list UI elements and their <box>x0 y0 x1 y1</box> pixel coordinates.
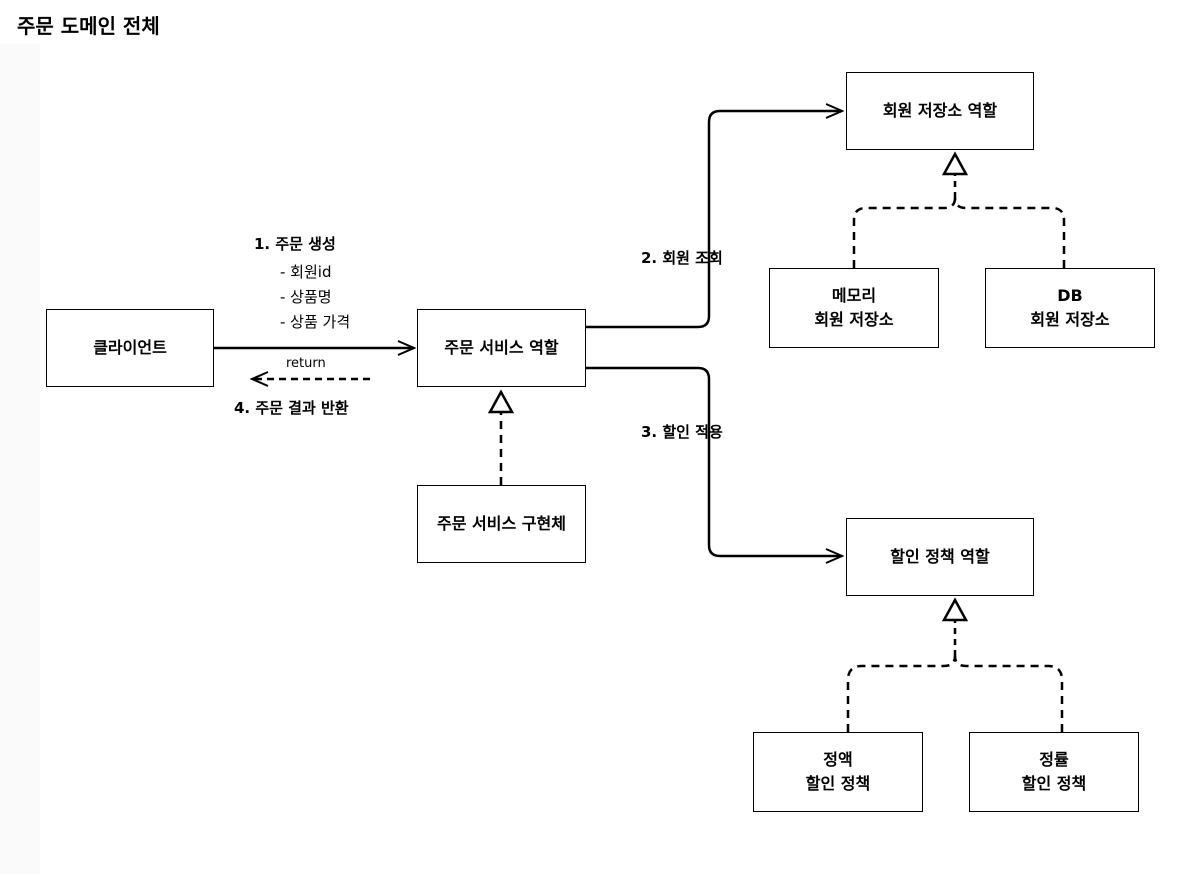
order-service-impl-label: 주문 서비스 구현체 <box>437 514 566 533</box>
db-repo-realization <box>953 197 1066 268</box>
memory-repo-realization <box>852 197 957 268</box>
param-item-name: - 상품명 <box>280 288 332 306</box>
memory-repo-label-1: 메모리 <box>831 286 877 305</box>
order-service-role-box: 주문 서비스 역할 <box>417 309 586 387</box>
fix-discount-realization <box>846 655 957 732</box>
order-service-role-label: 주문 서비스 역할 <box>444 338 559 357</box>
apply-discount-arrow <box>586 366 842 556</box>
member-repo-realization-triangle <box>941 151 969 176</box>
find-member-label: 2. 회원 조회 <box>641 249 723 267</box>
rate-discount-label-1: 정률 <box>1039 750 1069 769</box>
member-repo-role-box: 회원 저장소 역할 <box>846 72 1034 150</box>
impl-realization-triangle <box>487 389 515 414</box>
fix-discount-label-2: 할인 정책 <box>805 774 871 793</box>
client-box: 클라이언트 <box>46 309 214 387</box>
discount-policy-role-label: 할인 정책 역할 <box>890 547 990 566</box>
param-member-id: - 회원id <box>280 263 332 281</box>
discount-policy-role-box: 할인 정책 역할 <box>846 518 1034 596</box>
return-result-label: 4. 주문 결과 반환 <box>234 399 349 417</box>
discount-policy-realization-triangle <box>941 597 969 622</box>
apply-discount-label: 3. 할인 적용 <box>641 423 723 441</box>
rate-discount-realization <box>953 655 1064 732</box>
db-repo-label-1: DB <box>1057 286 1083 305</box>
memory-repo-label-2: 회원 저장소 <box>814 310 894 329</box>
find-member-arrow <box>586 111 842 329</box>
page-title: 주문 도메인 전체 <box>17 14 160 38</box>
db-repo-label-2: 회원 저장소 <box>1030 310 1110 329</box>
memory-repo-box: 메모리 회원 저장소 <box>769 268 939 348</box>
return-label: return <box>286 356 326 371</box>
rate-discount-label-2: 할인 정책 <box>1021 774 1087 793</box>
create-order-label: 1. 주문 생성 <box>254 235 336 253</box>
member-repo-role-label: 회원 저장소 역할 <box>882 101 998 120</box>
order-service-impl-box: 주문 서비스 구현체 <box>417 485 586 563</box>
fix-discount-label-1: 정액 <box>823 750 853 769</box>
rate-discount-box: 정률 할인 정책 <box>969 732 1139 812</box>
param-item-price: - 상품 가격 <box>280 313 351 331</box>
client-label: 클라이언트 <box>93 338 167 357</box>
fix-discount-box: 정액 할인 정책 <box>753 732 923 812</box>
db-repo-box: DB 회원 저장소 <box>985 268 1155 348</box>
